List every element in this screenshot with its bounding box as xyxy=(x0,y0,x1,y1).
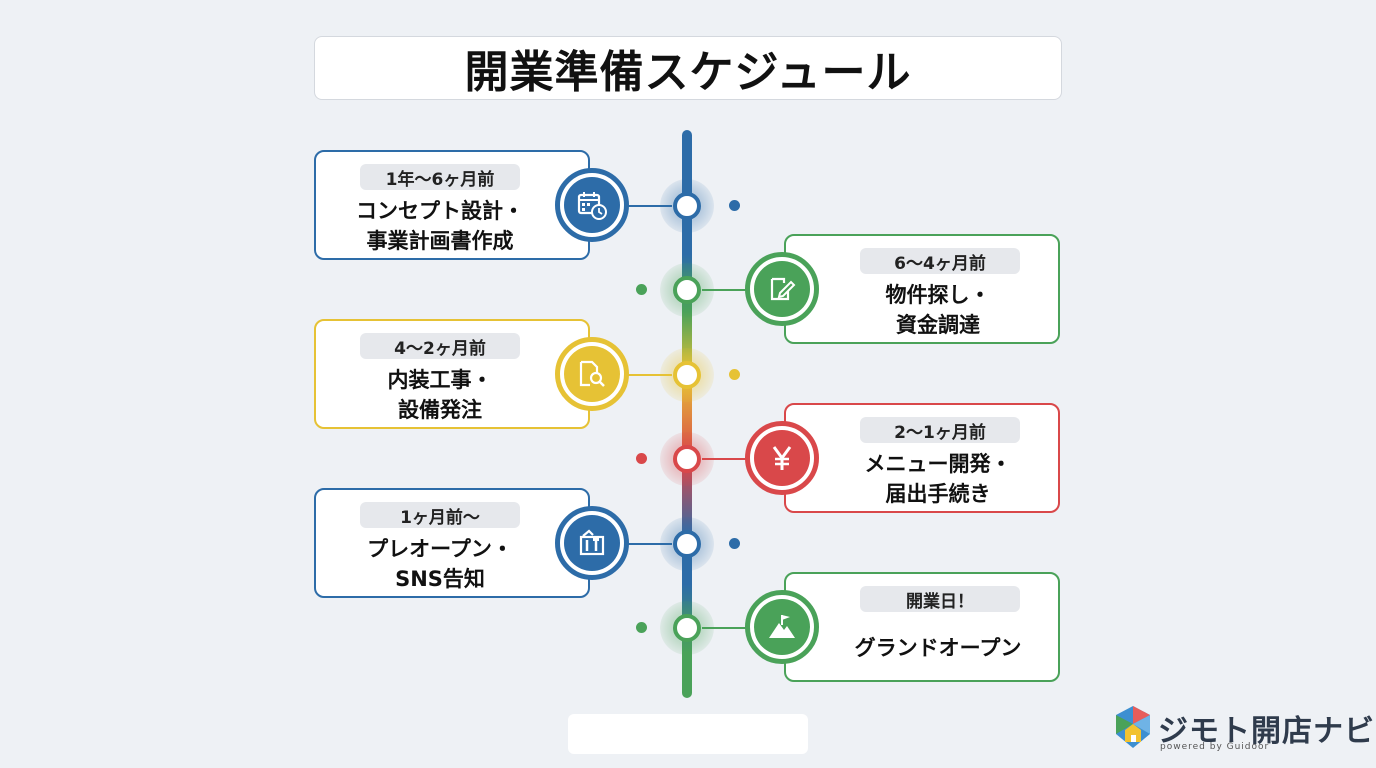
period-badge: 1年〜6ヶ月前 xyxy=(360,164,520,190)
connector xyxy=(592,374,672,376)
calendar-clock-icon xyxy=(564,177,620,233)
step-icon-circle xyxy=(745,590,819,664)
period-badge: 開業日！ xyxy=(860,586,1020,612)
step-line-2: 届出手続き xyxy=(885,482,991,506)
document-edit-icon xyxy=(754,261,810,317)
step-text: 物件探し・ 資金調達 xyxy=(814,280,1062,340)
logo-name: ジモト開店ナビ xyxy=(1158,714,1375,749)
period-badge: 1ヶ月前〜 xyxy=(360,502,520,528)
title-box: 開業準備スケジュール xyxy=(314,36,1062,100)
step-line-2: 事業計画書作成 xyxy=(366,229,514,253)
step-card: 4〜2ヶ月前 内装工事・ 設備発注 xyxy=(314,319,590,429)
step-icon-circle xyxy=(555,506,629,580)
logo-tagline: powered by Guidoor xyxy=(1160,742,1270,752)
timeline-line xyxy=(682,130,692,698)
document-search-icon xyxy=(564,346,620,402)
yen-icon xyxy=(754,430,810,486)
step-line-1: コンセプト設計・ xyxy=(356,199,524,223)
timeline-dot xyxy=(729,369,740,380)
step-line-1: メニュー開発・ xyxy=(864,452,1012,476)
step-line-1: 内装工事・ xyxy=(387,368,493,392)
step-text: 内装工事・ 設備発注 xyxy=(316,365,564,425)
footer-blank-box xyxy=(568,714,808,754)
tools-icon xyxy=(564,515,620,571)
brand-logo: ジモト開店ナビ powered by Guidoor xyxy=(1112,704,1374,754)
step-card: 1年〜6ヶ月前 コンセプト設計・ 事業計画書作成 xyxy=(314,150,590,260)
period-badge: 2〜1ヶ月前 xyxy=(860,417,1020,443)
connector xyxy=(702,458,786,460)
logo-mark-icon xyxy=(1116,706,1150,748)
step-card: 開業日！ グランドオープン xyxy=(784,572,1060,682)
connector xyxy=(702,289,786,291)
timeline-dot xyxy=(636,622,647,633)
period-badge: 6〜4ヶ月前 xyxy=(860,248,1020,274)
timeline-node xyxy=(660,348,714,402)
step-card: 6〜4ヶ月前 物件探し・ 資金調達 xyxy=(784,234,1060,344)
connector xyxy=(592,543,672,545)
timeline-node xyxy=(660,263,714,317)
timeline-dot xyxy=(636,284,647,295)
step-icon-circle xyxy=(555,168,629,242)
mountain-flag-icon xyxy=(754,599,810,655)
page-title: 開業準備スケジュール xyxy=(464,47,912,98)
step-line-1: プレオープン・ xyxy=(367,537,513,561)
timeline-dot xyxy=(636,453,647,464)
step-text: プレオープン・ SNS告知 xyxy=(316,534,564,594)
step-icon-circle xyxy=(745,421,819,495)
step-line-2: SNS告知 xyxy=(395,567,485,591)
step-icon-circle xyxy=(555,337,629,411)
timeline-dot xyxy=(729,538,740,549)
step-card: 2〜1ヶ月前 メニュー開発・ 届出手続き xyxy=(784,403,1060,513)
step-text: コンセプト設計・ 事業計画書作成 xyxy=(316,196,564,256)
connector xyxy=(702,627,786,629)
step-icon-circle xyxy=(745,252,819,326)
step-line-2: 設備発注 xyxy=(398,398,482,422)
step-text: グランドオープン xyxy=(814,618,1062,678)
period-badge: 4〜2ヶ月前 xyxy=(360,333,520,359)
step-card: 1ヶ月前〜 プレオープン・ SNS告知 xyxy=(314,488,590,598)
step-line-1: 物件探し・ xyxy=(885,283,991,307)
timeline-dot xyxy=(729,200,740,211)
step-text: メニュー開発・ 届出手続き xyxy=(814,449,1062,509)
connector xyxy=(592,205,672,207)
step-line-1: グランドオープン xyxy=(854,636,1022,660)
step-line-2: 資金調達 xyxy=(896,313,980,337)
timeline-node xyxy=(660,517,714,571)
